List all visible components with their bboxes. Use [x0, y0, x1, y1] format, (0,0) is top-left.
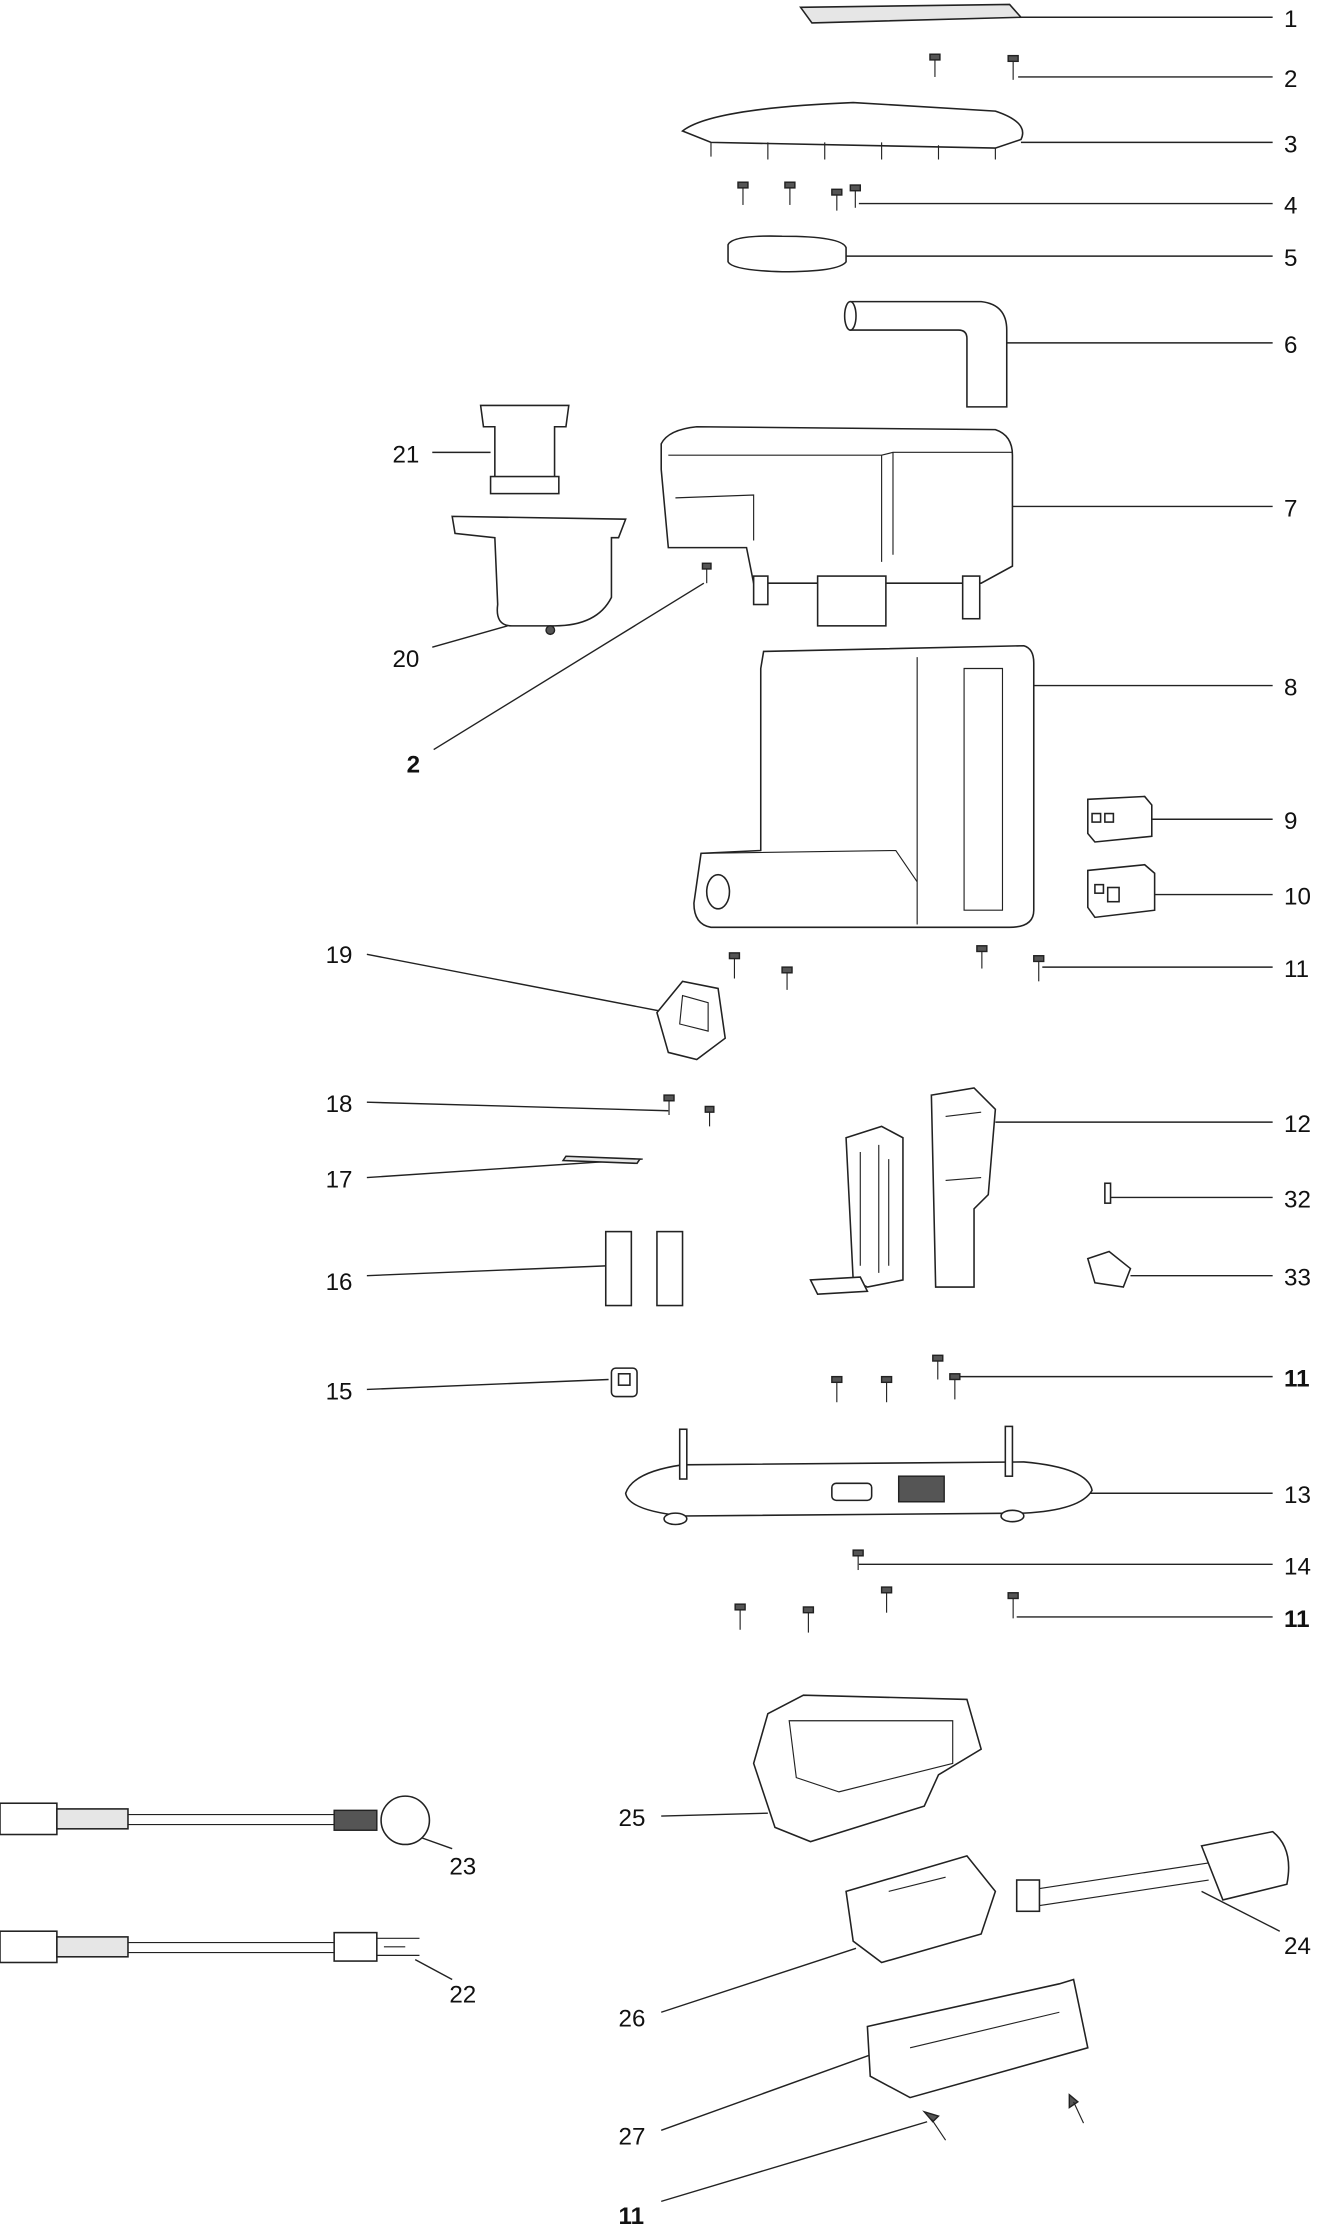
- callout-32: 32: [1284, 1186, 1311, 1213]
- callout-16: 16: [326, 1269, 353, 1296]
- screws-11-lower: [922, 2093, 1085, 2141]
- part-16-blocks: [604, 1230, 684, 1307]
- part-20-filter-basket: [451, 515, 627, 636]
- screw-2-bold: [701, 562, 712, 584]
- part-17-strip: [561, 1155, 642, 1165]
- callout-5: 5: [1284, 245, 1297, 272]
- callout-12: 12: [1284, 1111, 1311, 1138]
- screws-18: [663, 1094, 715, 1127]
- callout-9: 9: [1284, 808, 1297, 835]
- callout-4: 4: [1284, 192, 1297, 219]
- callout-13: 13: [1284, 1482, 1311, 1509]
- callout-2-bold: 2: [407, 751, 420, 778]
- part-21-filter-holder: [479, 404, 570, 495]
- screws-4: [737, 181, 861, 211]
- part-12-control-board: [809, 1087, 997, 1295]
- callout-6: 6: [1284, 332, 1297, 359]
- callout-11-bold: 11: [1284, 1366, 1310, 1393]
- part-13-base-plate: [624, 1425, 1093, 1526]
- part-19-bracket: [656, 980, 727, 1061]
- callout-3: 3: [1284, 131, 1297, 158]
- part-1-lid-cover: [799, 3, 1023, 24]
- part-3-top-plate: [681, 101, 1024, 160]
- part-10-switch: [1087, 863, 1156, 919]
- part-32-pin: [1104, 1182, 1112, 1204]
- callout-8: 8: [1284, 675, 1297, 702]
- screws-11-middle: [831, 1354, 961, 1403]
- callout-24: 24: [1284, 1933, 1311, 1960]
- part-15-clip: [610, 1367, 638, 1398]
- callout-11: 11: [1284, 956, 1309, 983]
- part-24-power-cord-socket: [1015, 1830, 1290, 1913]
- part-7-water-tank: [660, 425, 1014, 627]
- part-33-spring-clip: [1086, 1250, 1132, 1288]
- part-5-disc: [727, 235, 847, 273]
- part-26-connector-block: [845, 1854, 997, 1964]
- callout-20: 20: [392, 646, 419, 673]
- callout-11-bold: 11: [619, 2203, 645, 2230]
- callout-33: 33: [1284, 1265, 1311, 1292]
- callout-11-bold: 11: [1284, 1606, 1310, 1633]
- part-9-switch: [1087, 795, 1153, 843]
- part-23-power-cord-eu: [0, 1795, 431, 1846]
- callout-10: 10: [1284, 884, 1311, 911]
- callout-19: 19: [326, 942, 353, 969]
- callout-21: 21: [392, 441, 419, 468]
- part-27-bottom-cover: [866, 1978, 1089, 2099]
- screws-11-top: [728, 945, 1045, 990]
- callout-27: 27: [619, 2123, 646, 2150]
- part-8-housing: [693, 644, 1035, 929]
- callout-labels: 1 2 3 4 5 6 7 8 9 10 11 12 32 33 11 13 1…: [326, 6, 1311, 2230]
- callout-1: 1: [1284, 6, 1297, 33]
- part-25-cover: [752, 1694, 983, 1843]
- callout-15: 15: [326, 1378, 353, 1405]
- callout-25: 25: [619, 1805, 646, 1832]
- screws-14-11-bottom: [734, 1549, 1019, 1633]
- callout-22: 22: [449, 1981, 476, 2008]
- part-22-power-cord-us: [0, 1930, 420, 1964]
- leader-lines: [366, 16, 1281, 2203]
- callout-26: 26: [619, 2005, 646, 2032]
- screws-2: [929, 53, 1019, 80]
- part-6-tube: [843, 300, 1008, 408]
- callout-2: 2: [1284, 66, 1297, 93]
- callout-17: 17: [326, 1167, 353, 1194]
- callout-7: 7: [1284, 495, 1297, 522]
- callout-23: 23: [449, 1853, 476, 1880]
- callout-14: 14: [1284, 1553, 1311, 1580]
- callout-18: 18: [326, 1091, 353, 1118]
